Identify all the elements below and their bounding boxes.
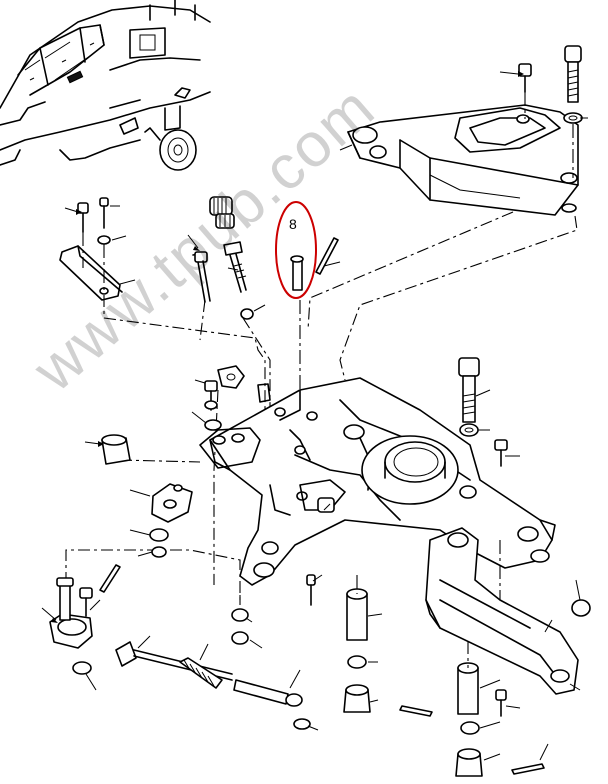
nut xyxy=(240,308,254,320)
bolt-head xyxy=(458,357,480,377)
washer xyxy=(204,419,222,431)
bolt-head xyxy=(494,439,508,451)
cotter-pin xyxy=(399,705,433,717)
cotter-pin xyxy=(511,763,545,775)
lower-right-bellcrank xyxy=(425,527,591,695)
nut xyxy=(571,599,591,617)
washer xyxy=(347,655,367,669)
nut xyxy=(293,718,311,730)
washer xyxy=(460,721,480,735)
center-spacer-stacks xyxy=(343,575,545,777)
washer xyxy=(72,661,92,675)
cotter-pin xyxy=(99,564,121,593)
clevis-pin xyxy=(292,257,303,291)
washer xyxy=(149,528,169,542)
bolt-head xyxy=(204,380,218,392)
upper-mounting-bracket xyxy=(347,104,579,216)
bolt-head xyxy=(99,197,109,207)
lower-left-rod-assembly xyxy=(49,564,316,730)
top-right-bolts xyxy=(518,45,583,178)
leader-lines xyxy=(41,71,588,761)
compression-spring xyxy=(179,657,223,689)
cotter-pin xyxy=(315,237,339,275)
spacer-tube xyxy=(457,667,479,715)
bolt-head xyxy=(564,45,582,63)
bolt-head xyxy=(79,587,93,599)
washer xyxy=(459,423,479,437)
callout-number-label: 8 xyxy=(289,216,297,232)
center-left-pins xyxy=(192,196,254,320)
helicopter-locator-inset xyxy=(0,0,211,171)
spacer-tube xyxy=(346,593,368,641)
main-frame-assembly xyxy=(199,377,556,586)
callout-highlight-ring xyxy=(275,201,317,299)
bolt-head xyxy=(495,689,507,701)
frame-nut xyxy=(317,497,335,513)
washer xyxy=(563,112,583,124)
washer xyxy=(231,608,249,622)
left-angle-bracket xyxy=(59,197,123,301)
frame-bolt-right xyxy=(458,357,508,467)
